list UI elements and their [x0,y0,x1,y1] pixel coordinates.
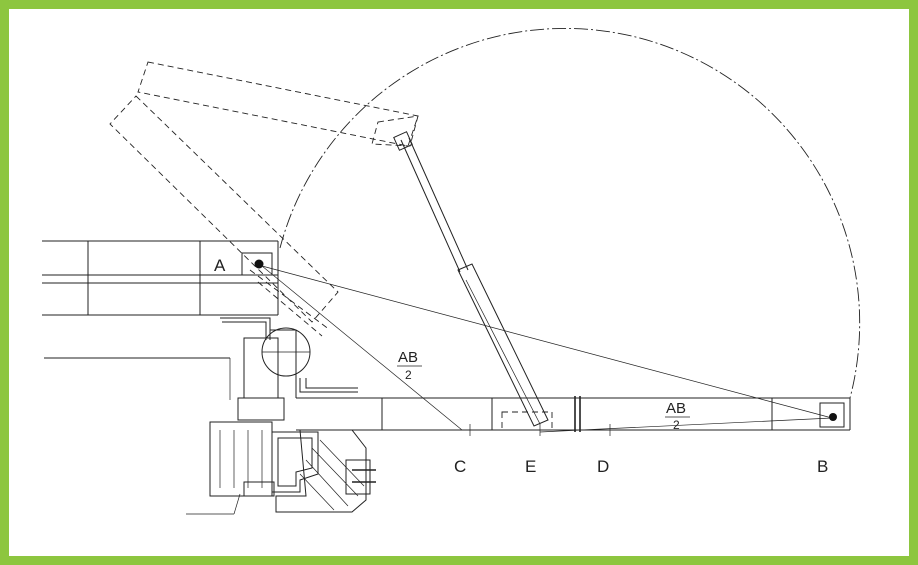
pivot-a-marker [254,259,264,269]
ab-half-annotation-lower: AB 2 [665,400,690,432]
ab-lower-numerator: AB [666,400,686,417]
label-a: A [214,256,226,275]
construction-lines [261,265,833,436]
label-d: D [597,457,609,476]
frame-profile-section [209,421,376,513]
gas-strut [393,131,549,427]
pivot-b-marker [829,413,837,421]
label-b: B [817,457,828,476]
label-c: C [454,457,466,476]
ab-upper-numerator: AB [398,349,418,366]
ab-lower-denominator: 2 [673,418,680,432]
label-e: E [525,457,536,476]
hinge-bracket [220,317,358,421]
open-lid-ghost [109,61,419,337]
ab-half-annotation-upper: AB 2 [397,349,422,382]
swing-arc [279,27,861,399]
base-rail [296,396,851,432]
closed-lid-left [42,240,279,316]
ab-upper-denominator: 2 [405,368,412,382]
